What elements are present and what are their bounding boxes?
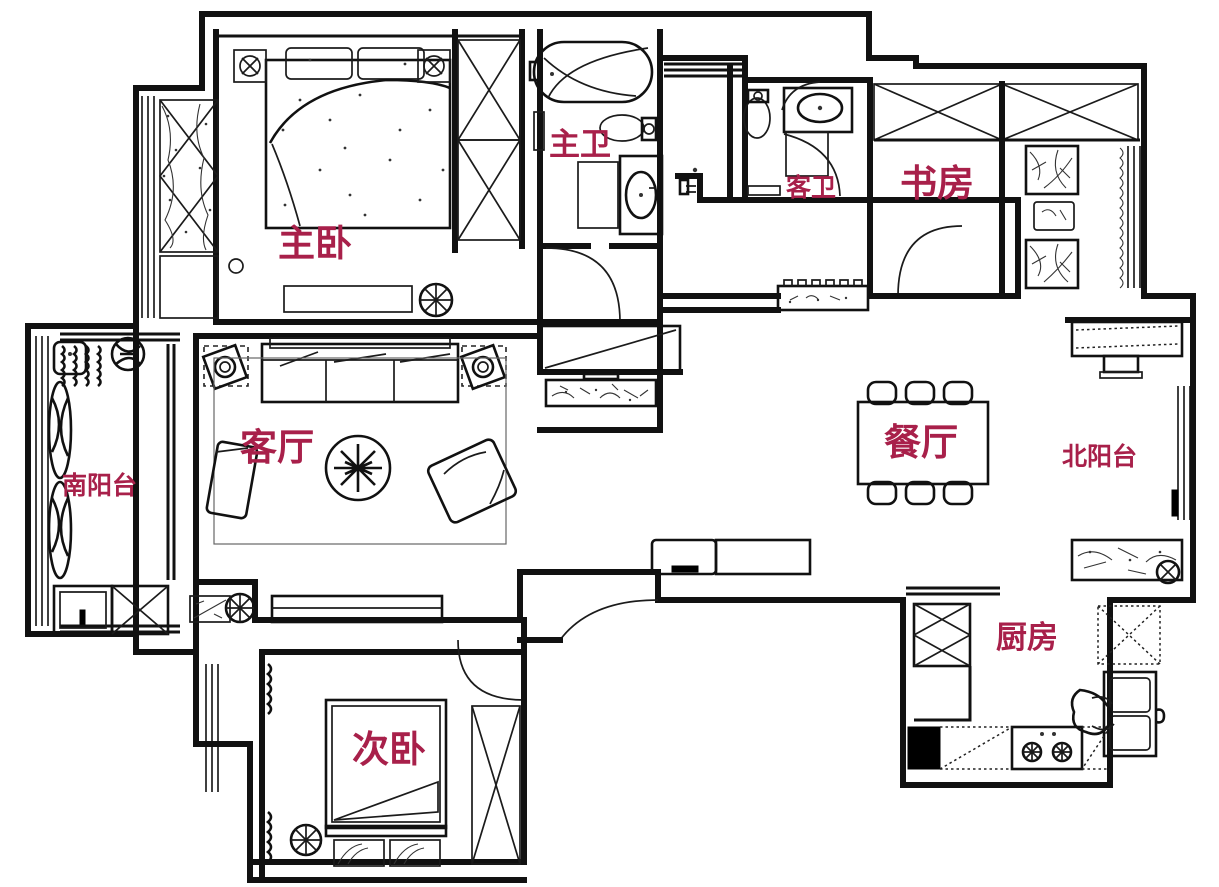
sink-guest bbox=[782, 86, 854, 177]
guest-bath-fixture bbox=[747, 185, 781, 196]
label-master-bedroom: 主卧 bbox=[278, 222, 352, 265]
gas-cooktop-kitchen bbox=[1010, 725, 1084, 771]
balcony-partition bbox=[166, 344, 176, 580]
label-living-room: 客厅 bbox=[240, 426, 314, 469]
armchair-right bbox=[426, 438, 518, 524]
bathtub bbox=[528, 40, 654, 104]
window-study bbox=[1119, 146, 1141, 289]
upper-cabinets-study bbox=[873, 83, 1139, 141]
sink-vanity-master bbox=[577, 154, 664, 236]
planter-north-balcony bbox=[1070, 538, 1184, 585]
sofa-living bbox=[260, 337, 460, 404]
wardrobe-second bbox=[471, 705, 521, 865]
toilet-master bbox=[599, 114, 658, 142]
label-north-balcony: 北阳台 bbox=[1062, 442, 1137, 471]
room-dining-room bbox=[856, 380, 990, 506]
side-table-right bbox=[459, 343, 507, 391]
side-table-left bbox=[201, 343, 249, 391]
tv-console-living bbox=[270, 594, 444, 624]
area-rug-living bbox=[213, 357, 507, 545]
table-study bbox=[1033, 201, 1075, 231]
console-table-foyer bbox=[538, 324, 682, 374]
mat-living-bottom bbox=[189, 595, 231, 623]
room-study bbox=[867, 77, 1141, 299]
coffee-table-living bbox=[324, 434, 392, 502]
bed-second bbox=[324, 698, 448, 867]
room-south-balcony bbox=[35, 323, 180, 637]
foyer bbox=[537, 243, 870, 433]
room-kitchen bbox=[906, 586, 1166, 788]
sink-kitchen bbox=[1070, 670, 1166, 758]
toilet-guest bbox=[743, 88, 771, 139]
room-living-room bbox=[189, 333, 543, 624]
laundry-sink-south bbox=[52, 340, 88, 376]
room-master-bathroom bbox=[528, 29, 664, 325]
bed-master bbox=[264, 47, 452, 230]
room-master-bedroom bbox=[141, 29, 543, 325]
radiator-second-bedroom bbox=[265, 663, 273, 863]
room-north-balcony bbox=[1065, 317, 1196, 585]
kitchen-sliding-door bbox=[906, 586, 1000, 596]
label-master-bathroom: 主卫 bbox=[549, 127, 611, 163]
dining-table bbox=[856, 380, 990, 506]
cushion-study-top bbox=[1024, 144, 1080, 196]
corridor-console bbox=[650, 538, 812, 576]
dining-chairs bbox=[866, 380, 974, 506]
label-study: 书房 bbox=[900, 162, 974, 205]
plant-second-bedroom bbox=[289, 823, 323, 857]
label-guest-bathroom: 客卫 bbox=[786, 173, 836, 202]
window-second-bedroom bbox=[205, 664, 219, 792]
room-second-bedroom bbox=[205, 639, 527, 883]
label-kitchen: 厨房 bbox=[996, 620, 1058, 656]
shoe-cabinet-foyer bbox=[776, 279, 870, 312]
label-south-balcony: 南阳台 bbox=[62, 471, 137, 500]
plant-living-bottom bbox=[224, 592, 256, 624]
main-entry-door bbox=[517, 599, 659, 643]
door-master-bath bbox=[545, 247, 621, 323]
wardrobe-master bbox=[457, 39, 521, 241]
window-master-left bbox=[141, 96, 220, 319]
plant-round-south bbox=[110, 336, 146, 372]
door-second-bedroom bbox=[457, 639, 525, 701]
floor-drain-guest bbox=[692, 167, 698, 173]
entry-mat bbox=[544, 372, 658, 408]
counter-kitchen bbox=[907, 726, 1111, 770]
room-labels: 主卧 主卫 客卫 书房 客厅 南阳台 餐厅 北阳台 厨房 次卧 bbox=[62, 127, 1137, 771]
armchair-left bbox=[205, 440, 259, 520]
tv-console-master bbox=[283, 285, 413, 313]
room-guest-bathroom bbox=[692, 63, 1021, 295]
washing-machine-south bbox=[52, 584, 170, 636]
window-north-balcony bbox=[1171, 386, 1191, 520]
nightstand-left bbox=[233, 49, 267, 83]
towel-rail-master bbox=[533, 111, 545, 151]
kitchen-counter-edge bbox=[914, 666, 972, 722]
nightstand-right bbox=[417, 49, 451, 83]
label-dining-room: 餐厅 bbox=[884, 421, 958, 464]
door-guest-bath bbox=[783, 133, 841, 197]
cabinet-north-balcony bbox=[1070, 320, 1184, 379]
cushion-study-bottom bbox=[1024, 238, 1080, 290]
floor-marker-master bbox=[228, 258, 244, 274]
label-second-bedroom: 次卧 bbox=[352, 728, 426, 771]
door-study bbox=[897, 225, 963, 297]
plant-master bbox=[418, 282, 454, 318]
refrigerator-kitchen bbox=[912, 602, 972, 668]
sink-arc-guest bbox=[781, 81, 821, 111]
plants-south-balcony bbox=[47, 344, 102, 580]
